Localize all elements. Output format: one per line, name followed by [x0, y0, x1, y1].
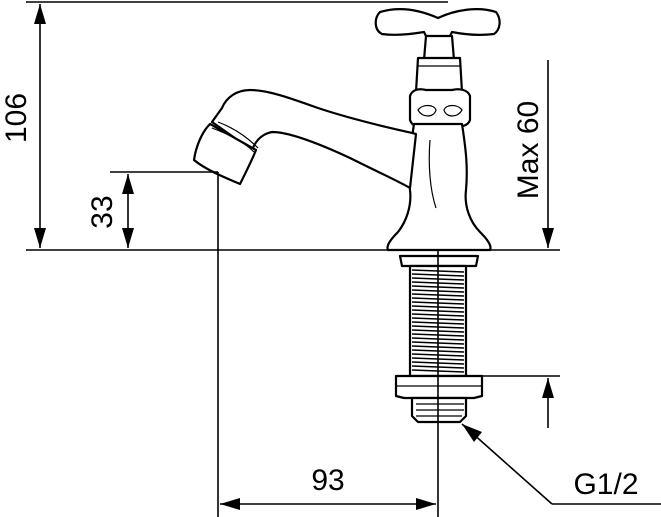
dim-93-arrow-left — [220, 498, 240, 510]
spout — [210, 88, 418, 190]
dim-93-arrow-right — [416, 498, 436, 510]
dim-106-label: 106 — [0, 93, 33, 143]
dim-max60-label: Max 60 — [512, 101, 545, 199]
dim-max60-arrow-bottom — [542, 378, 554, 398]
dim-106-arrow-bottom — [34, 228, 46, 248]
dim-33-arrow-top — [122, 174, 134, 194]
cross-handle — [374, 8, 501, 42]
dim-33-arrow-bottom — [122, 228, 134, 248]
dim-33-label: 33 — [86, 195, 119, 228]
mounting-flange — [398, 254, 480, 268]
dim-93-label: 93 — [311, 464, 344, 497]
dimension-lines — [26, 1, 661, 517]
thread-size-label: G1/2 — [573, 468, 638, 501]
dim-max60-arrow-top — [542, 228, 554, 248]
aerator — [192, 122, 258, 186]
handle-stem — [422, 34, 456, 62]
thread-leader-arrow — [462, 424, 482, 442]
lock-nut — [394, 374, 484, 400]
upper-collar — [414, 56, 464, 94]
faucet-illustration — [192, 8, 501, 424]
dim-106-arrow-top — [34, 4, 46, 24]
